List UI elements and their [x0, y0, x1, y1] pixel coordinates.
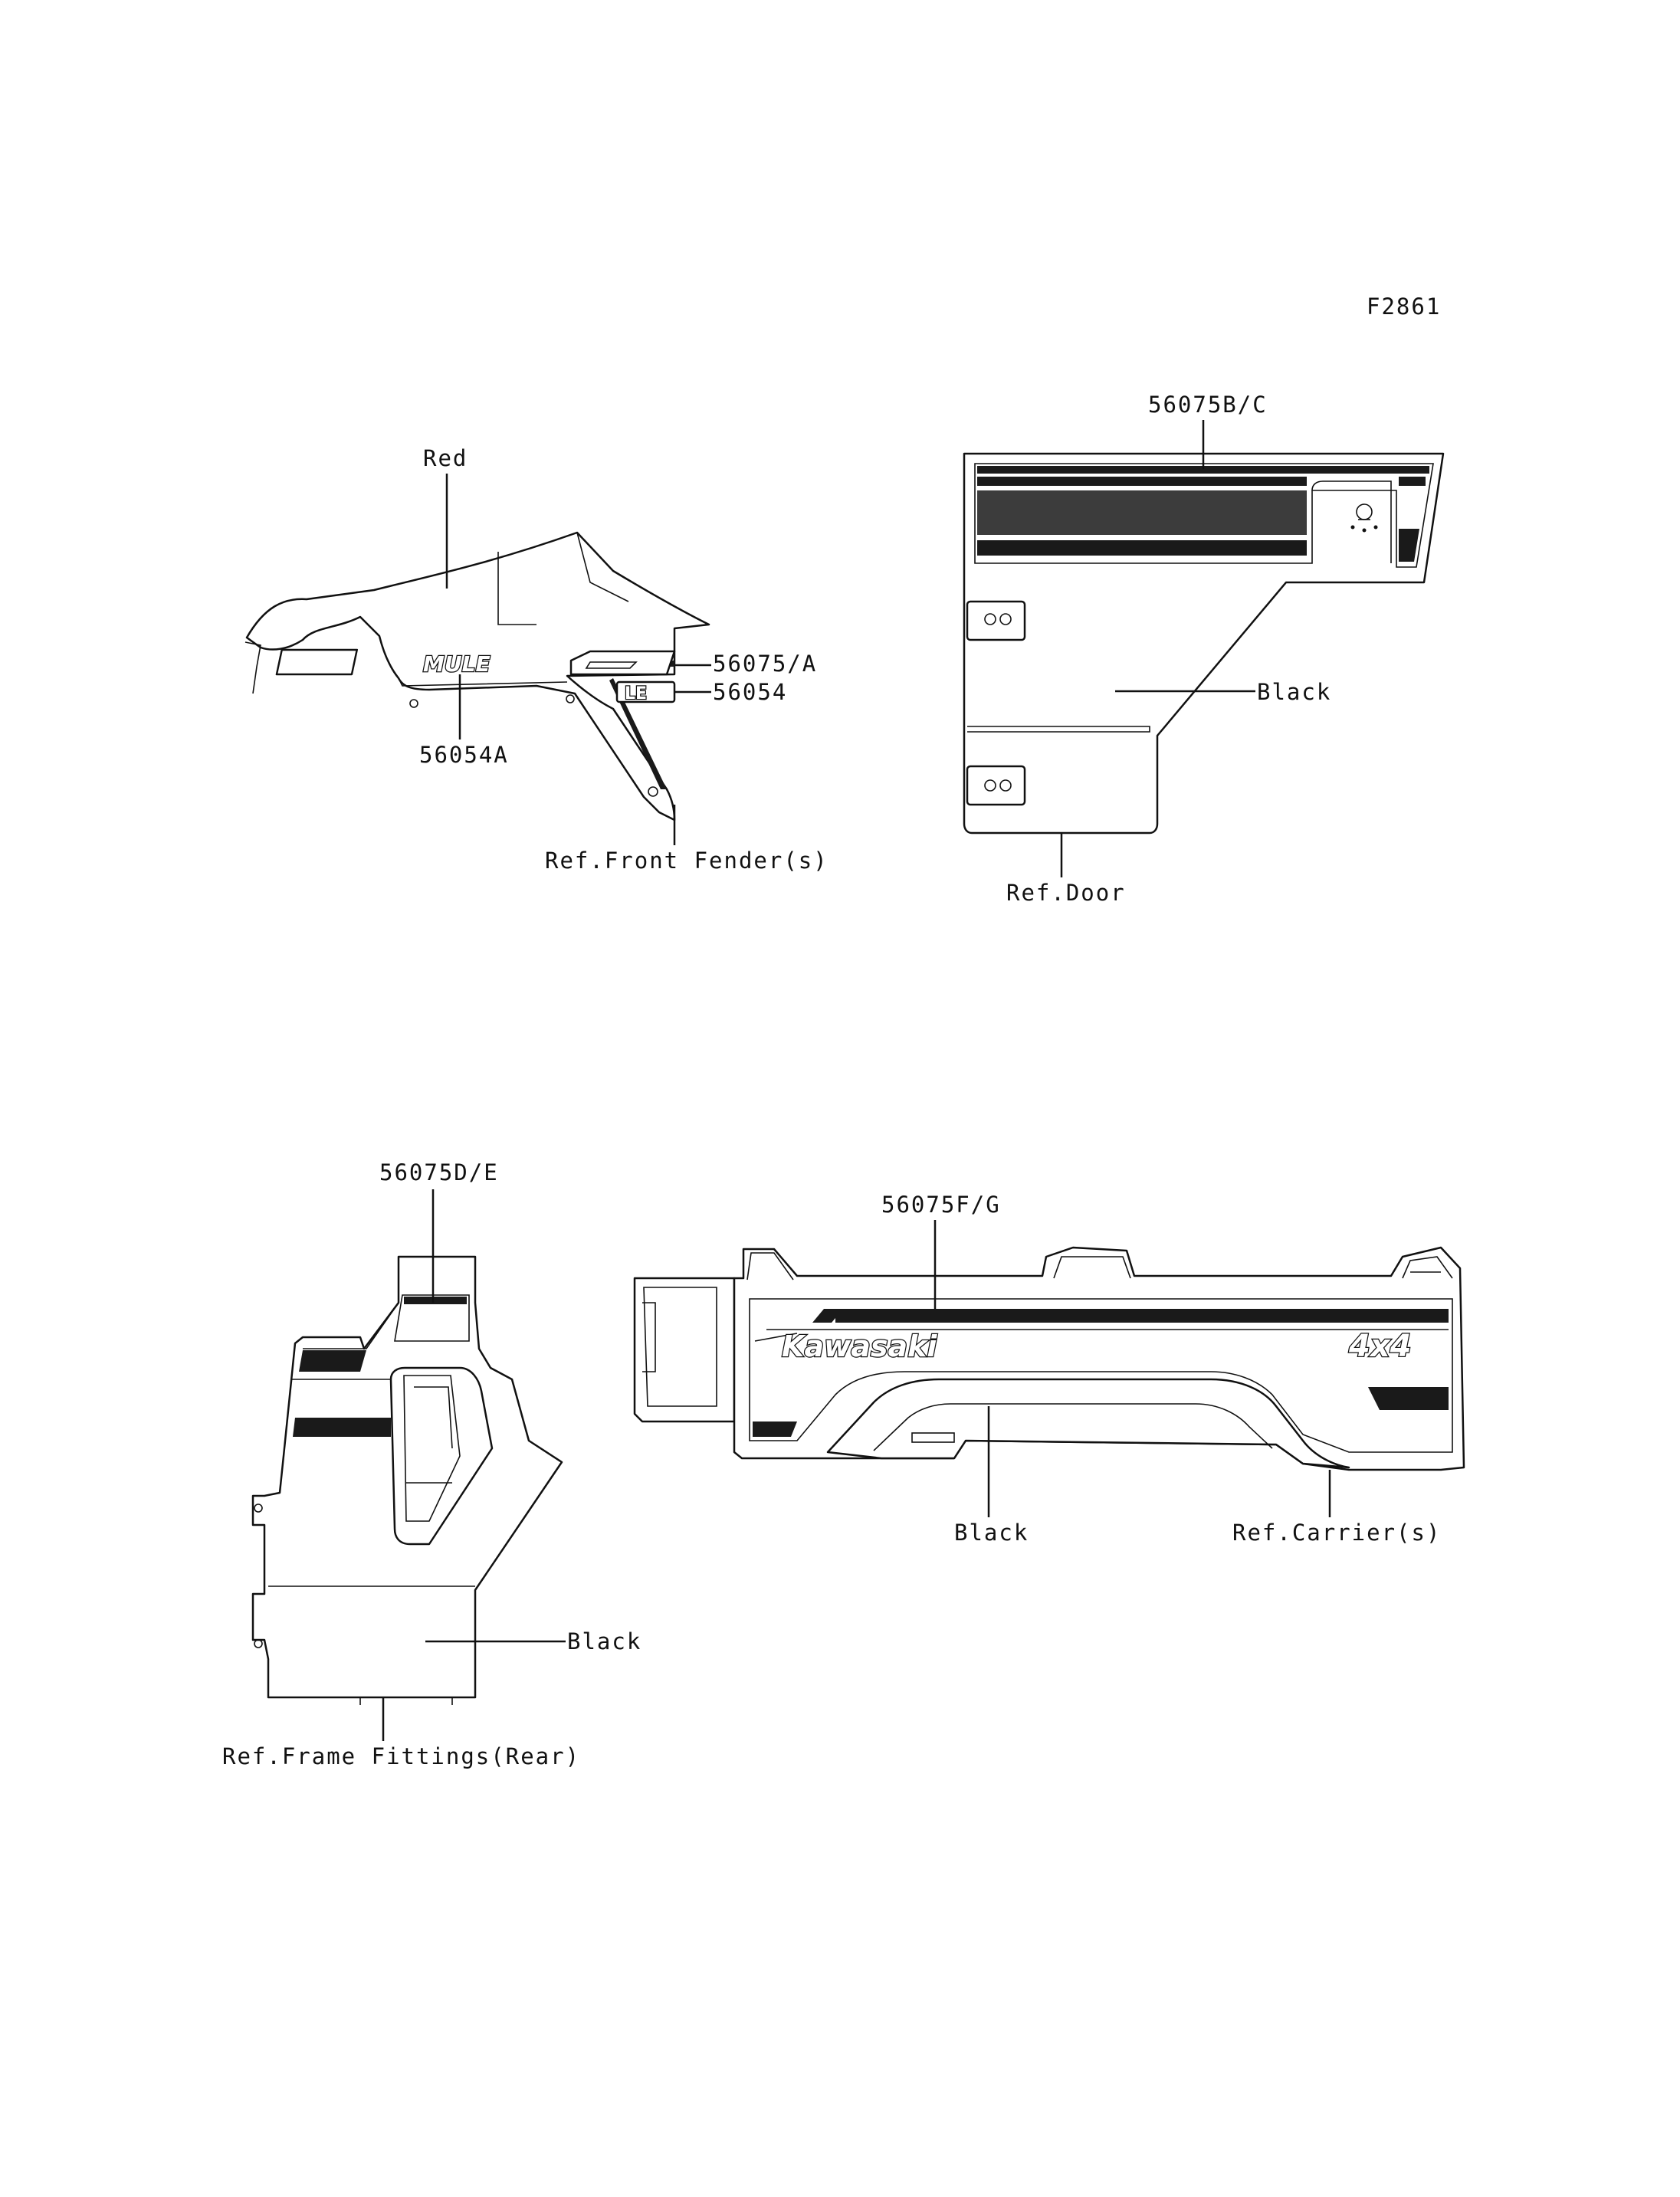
- svg-text:MULE: MULE: [423, 651, 491, 677]
- badge-decal: [569, 650, 676, 676]
- front-fender-drawing: MULE LE: [244, 531, 710, 821]
- figure-id: F2861: [1367, 293, 1441, 320]
- svg-text:Kawasaki: Kawasaki: [782, 1330, 937, 1363]
- carrier-drawing: Kawasaki 4x4: [633, 1246, 1465, 1471]
- svg-text:4x4: 4x4: [1348, 1329, 1411, 1364]
- door-drawing: [963, 452, 1445, 835]
- le-badge-decal: LE: [615, 680, 676, 704]
- door-hinge-bottom: [966, 765, 1026, 806]
- frame-fittings-drawing: [251, 1255, 563, 1705]
- carrier-stripe-decal: [835, 1309, 1449, 1323]
- carrier-color-label: Black: [954, 1520, 1029, 1546]
- carrier-part-label: 56075F/G: [881, 1192, 1001, 1218]
- door-latch-icon: [1350, 503, 1378, 533]
- fender-part-56054a-label: 56054A: [419, 742, 509, 768]
- door-stripe-decal: [977, 466, 1429, 474]
- front-fender-shape: [245, 531, 710, 821]
- door-hinge-top: [966, 600, 1026, 641]
- fender-part-56054-label: 56054: [713, 679, 787, 705]
- door-ref-label: Ref.Door: [1006, 880, 1126, 906]
- frame-color-label: Black: [567, 1628, 641, 1654]
- door-part-label: 56075B/C: [1148, 392, 1268, 418]
- carrier-ref-label: Ref.Carrier(s): [1232, 1520, 1441, 1546]
- fender-color-label: Red: [423, 445, 468, 471]
- fender-ref-label: Ref.Front Fender(s): [545, 848, 829, 874]
- carrier-end-cap: [633, 1277, 736, 1423]
- kawasaki-logo-decal: Kawasaki: [781, 1329, 939, 1365]
- door-color-label: Black: [1257, 679, 1331, 705]
- svg-text:LE: LE: [625, 684, 647, 703]
- four-by-four-logo-decal: 4x4: [1347, 1328, 1413, 1366]
- fender-part-56075a-label: 56075/A: [713, 651, 817, 677]
- mule-logo-decal: MULE: [275, 648, 491, 677]
- frame-stripe-decal: [404, 1297, 467, 1304]
- frame-part-label: 56075D/E: [379, 1159, 499, 1185]
- frame-ref-label: Ref.Frame Fittings(Rear): [222, 1743, 580, 1769]
